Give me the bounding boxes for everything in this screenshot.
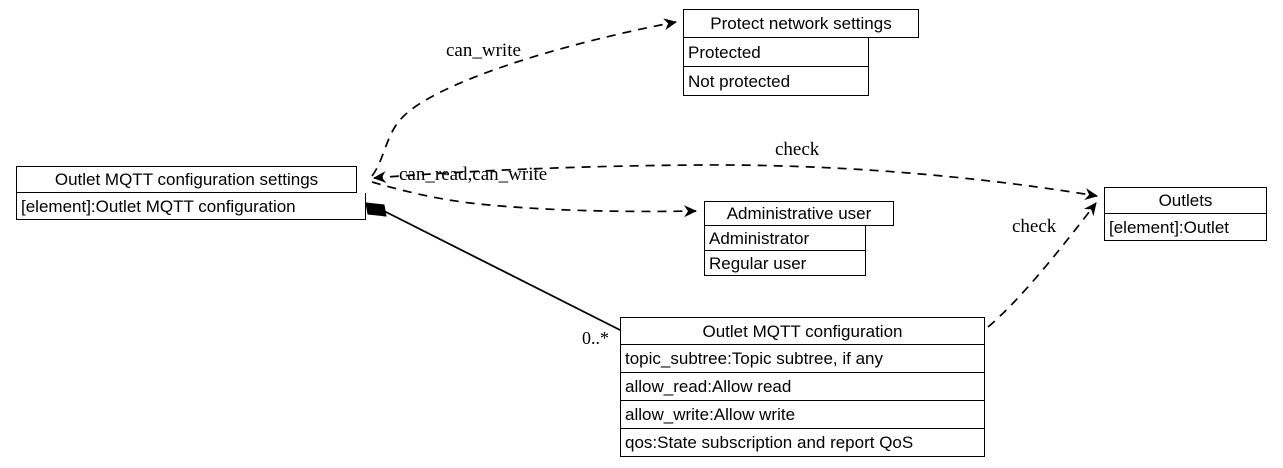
edge-label-multiplicity: 0..* bbox=[582, 328, 609, 348]
node-outlet-mqtt-configuration-settings[interactable]: Outlet MQTT configuration settings [elem… bbox=[16, 166, 366, 220]
node-attribute-row: Administrator bbox=[704, 226, 866, 251]
edge-settings-to-configuration bbox=[383, 210, 623, 332]
node-outlet-mqtt-configuration[interactable]: Outlet MQTT configuration topic_subtree:… bbox=[620, 317, 985, 457]
edge-label-check-settings: check bbox=[775, 139, 820, 160]
node-attribute-row: [element]:Outlet bbox=[1104, 214, 1267, 241]
node-attribute-row: Regular user bbox=[704, 251, 866, 276]
node-outlets[interactable]: Outlets [element]:Outlet bbox=[1104, 187, 1267, 241]
node-title: Outlets bbox=[1104, 187, 1267, 214]
edge-settings-to-protect-network bbox=[371, 18, 677, 177]
node-protect-network-settings[interactable]: Protect network settings Protected Not p… bbox=[683, 9, 919, 96]
node-attribute-row: qos:State subscription and report QoS bbox=[620, 429, 985, 457]
node-attribute-row: allow_write:Allow write bbox=[620, 401, 985, 429]
node-title: Protect network settings bbox=[683, 9, 919, 38]
node-administrative-user[interactable]: Administrative user Administrator Regula… bbox=[704, 201, 894, 276]
composition-diamond-icon bbox=[365, 202, 387, 217]
node-attribute-row: topic_subtree:Topic subtree, if any bbox=[620, 345, 985, 373]
edge-label-can-read-can-write: can_read,can_write bbox=[399, 164, 548, 185]
edge-settings-to-administrative-user bbox=[371, 181, 697, 218]
node-attribute-row: [element]:Outlet MQTT configuration bbox=[16, 193, 366, 220]
edge-label-can-write: can_write bbox=[446, 40, 521, 61]
node-attribute-row: allow_read:Allow read bbox=[620, 373, 985, 401]
node-title: Administrative user bbox=[704, 201, 894, 226]
edge-label-check-configuration: check bbox=[1012, 216, 1057, 237]
node-title: Outlet MQTT configuration settings bbox=[16, 166, 357, 193]
node-title: Outlet MQTT configuration bbox=[620, 317, 985, 345]
node-attribute-row: Protected bbox=[683, 38, 869, 67]
node-attribute-row: Not protected bbox=[683, 67, 869, 96]
